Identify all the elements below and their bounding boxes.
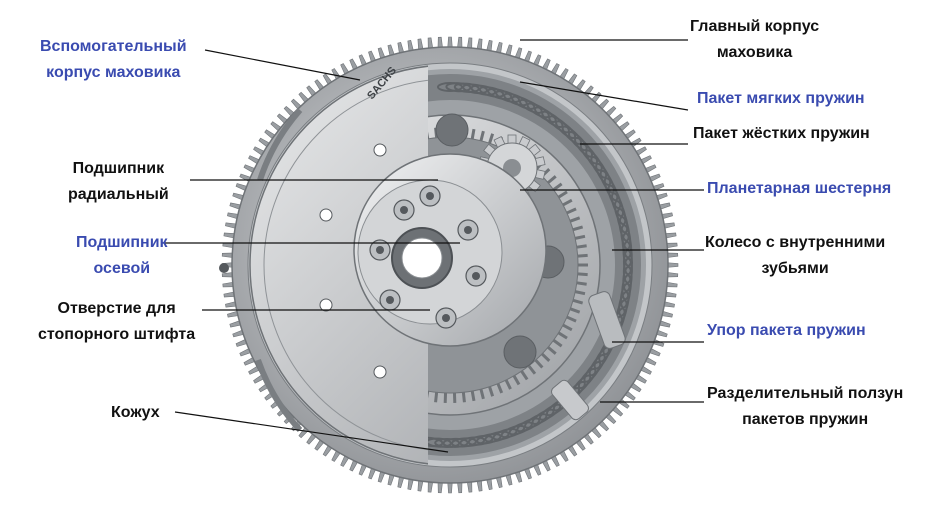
label-line: Упор пакета пружин bbox=[707, 322, 866, 339]
label-slider: Разделительный ползун пакетов пружин bbox=[707, 381, 903, 433]
internal-tooth bbox=[534, 359, 544, 369]
internal-tooth bbox=[577, 272, 588, 277]
pin-hole-shape bbox=[219, 263, 229, 273]
internal-tooth bbox=[569, 307, 581, 314]
internal-tooth bbox=[552, 339, 563, 348]
label-line: Разделительный ползун bbox=[707, 385, 904, 402]
aux-housing-plate bbox=[219, 65, 428, 465]
label-line: Отверстие для bbox=[57, 300, 176, 317]
internal-tooth bbox=[496, 383, 504, 394]
label-line: Планетарная шестерня bbox=[707, 180, 892, 197]
plate-rivet bbox=[373, 365, 387, 379]
internal-tooth bbox=[547, 346, 557, 355]
internal-tooth bbox=[504, 379, 512, 390]
internal-tooth bbox=[574, 234, 586, 240]
label-main-housing: Главный корпус маховика bbox=[690, 14, 819, 66]
label-line: Подшипник bbox=[76, 234, 168, 251]
label-line: Главный корпус bbox=[690, 18, 820, 35]
label-aux-housing: Вспомогательный корпус маховика bbox=[40, 34, 187, 86]
label-line: Пакет жёстких пружин bbox=[693, 125, 870, 142]
label-line: стопорного штифта bbox=[38, 326, 196, 343]
leader-lines bbox=[162, 39, 704, 453]
plate-hole bbox=[503, 335, 537, 369]
spring-coil bbox=[428, 436, 444, 448]
label-cover: Кожух bbox=[111, 400, 160, 426]
internal-tooth bbox=[574, 290, 586, 296]
label-hard-springs: Пакет жёстких пружин bbox=[693, 121, 870, 147]
hub-bolt-socket bbox=[386, 296, 394, 304]
hub-bolts bbox=[369, 185, 487, 329]
internal-tooth bbox=[488, 133, 495, 144]
hub-bolt-socket bbox=[472, 272, 480, 280]
hub-bolt-socket bbox=[400, 206, 408, 214]
internal-tooth bbox=[470, 128, 476, 140]
plate-rivet bbox=[373, 143, 387, 157]
label-radial-bearing: Подшипник радиальный bbox=[68, 156, 169, 208]
plate-hole bbox=[435, 113, 469, 147]
internal-tooth bbox=[552, 182, 563, 191]
plate-rivet bbox=[319, 208, 333, 222]
internal-tooth bbox=[547, 175, 557, 184]
label-line: зубьями bbox=[761, 260, 829, 277]
internal-tooth bbox=[577, 253, 588, 258]
internal-tooth bbox=[461, 392, 466, 403]
internal-tooth bbox=[562, 198, 573, 207]
label-axial-bearing: Подшипник осевой bbox=[76, 230, 168, 282]
internal-tooth bbox=[512, 375, 521, 386]
internal-tooth bbox=[562, 323, 573, 332]
internal-tooth bbox=[576, 244, 587, 249]
internal-tooth bbox=[566, 207, 577, 215]
hub-bolt-socket bbox=[426, 192, 434, 200]
label-line: пакетов пружин bbox=[742, 411, 869, 428]
internal-tooth bbox=[434, 392, 439, 403]
internal-tooth bbox=[479, 388, 485, 400]
internal-tooth bbox=[557, 331, 568, 340]
label-line: радиальный bbox=[68, 186, 169, 203]
internal-tooth bbox=[527, 364, 537, 375]
spring-coils-outer bbox=[428, 82, 633, 448]
slider-block bbox=[551, 379, 589, 421]
label-line: корпус маховика bbox=[46, 64, 181, 81]
internal-tooth bbox=[479, 130, 485, 142]
label-line: Пакет мягких пружин bbox=[697, 90, 865, 107]
hub-bolt-socket bbox=[442, 314, 450, 322]
label-line: осевой bbox=[93, 260, 151, 277]
internal-tooth bbox=[566, 315, 577, 323]
internal-tooth bbox=[572, 298, 584, 305]
plate-rivet bbox=[319, 298, 333, 312]
spring-stop-block bbox=[588, 291, 626, 349]
label-soft-springs: Пакет мягких пружин bbox=[697, 86, 865, 112]
label-pin-hole: Отверстие для стопорного штифта bbox=[38, 296, 195, 348]
hub-bolt-socket bbox=[464, 226, 472, 234]
label-line: Колесо с внутренними bbox=[705, 234, 886, 251]
internal-tooth bbox=[569, 216, 581, 223]
label-line: Подшипник bbox=[72, 160, 165, 177]
internal-tooth bbox=[572, 225, 584, 232]
hub-bolt-socket bbox=[376, 246, 384, 254]
label-line: Вспомогательный bbox=[40, 38, 187, 55]
label-spring-stop: Упор пакета пружин bbox=[707, 318, 866, 344]
internal-tooth bbox=[557, 190, 568, 199]
label-internal-gear: Колесо с внутренними зубьями bbox=[705, 230, 885, 282]
internal-tooth bbox=[576, 281, 587, 286]
internal-tooth bbox=[488, 386, 495, 397]
label-planetary-gear: Планетарная шестерня bbox=[707, 176, 891, 202]
internal-tooth bbox=[470, 390, 476, 402]
label-line: маховика bbox=[716, 44, 793, 61]
internal-tooth bbox=[520, 370, 529, 381]
label-line: Кожух bbox=[111, 404, 160, 421]
internal-tooth bbox=[541, 352, 551, 362]
